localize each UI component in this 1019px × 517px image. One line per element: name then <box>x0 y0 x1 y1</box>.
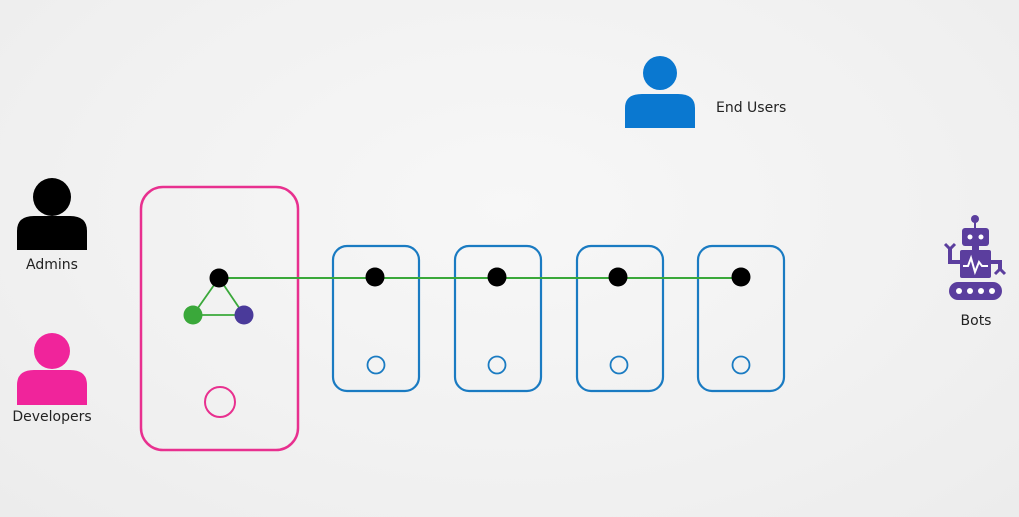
master-pod-circle <box>204 386 236 418</box>
worker-node <box>575 244 665 393</box>
robot-icon <box>943 215 1007 300</box>
end-users-label: End Users <box>716 100 787 116</box>
worker-pod-circle <box>609 355 629 375</box>
worker-node-dot <box>487 267 507 287</box>
worker-node <box>696 244 786 393</box>
bots-label: Bots <box>960 313 992 329</box>
worker-pod-circle <box>366 355 386 375</box>
worker-node-dot <box>608 267 628 287</box>
admins-icon <box>17 178 87 250</box>
worker-node <box>453 244 543 393</box>
end-users-icon <box>625 56 695 128</box>
master-node <box>139 185 300 452</box>
admins-label: Admins <box>26 257 78 273</box>
developers-icon <box>17 333 87 405</box>
developers-label: Developers <box>12 409 92 425</box>
control-component-purple <box>234 305 254 325</box>
worker-node <box>331 244 421 393</box>
worker-pod-circle <box>731 355 751 375</box>
worker-pod-circle <box>487 355 507 375</box>
worker-node-dot <box>365 267 385 287</box>
worker-node-dot <box>731 267 751 287</box>
control-component-green <box>183 305 203 325</box>
master-node-dot <box>209 268 229 288</box>
